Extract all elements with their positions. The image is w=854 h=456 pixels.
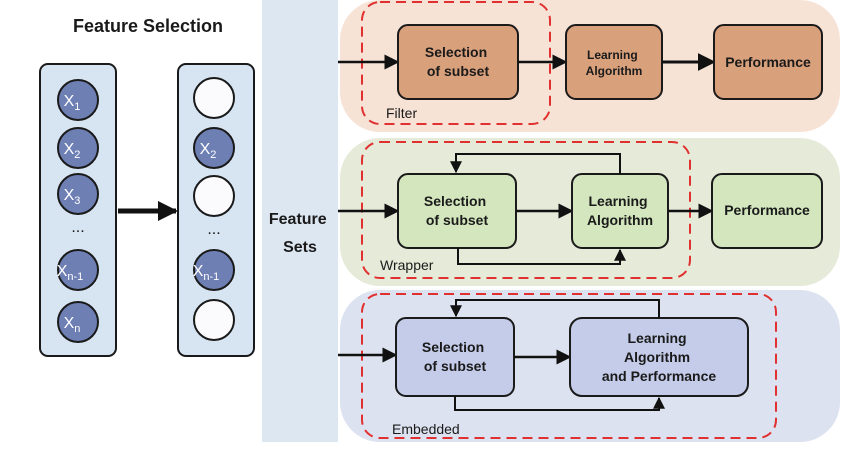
embedded-selection-box (395, 317, 515, 397)
feature-node (57, 127, 99, 169)
wrapper-selection-box (397, 173, 517, 249)
feature-node (57, 79, 99, 121)
feature-sets-strip (262, 0, 338, 442)
wrapper-learning-box (571, 173, 669, 249)
empty-node (193, 77, 235, 119)
filter-performance-box (713, 24, 823, 100)
diagram-title: Feature Selection (73, 16, 223, 36)
wrapper-learning-label: Learning Algorithm (587, 193, 653, 228)
filter-performance-label: Performance (725, 54, 811, 70)
feature-node (57, 301, 99, 343)
wrapper-feedback-bottom (457, 248, 626, 265)
empty-node (193, 175, 235, 217)
feature-node (193, 127, 235, 169)
filter-selection-box (397, 24, 519, 100)
empty-node (193, 299, 235, 341)
embedded-selection-label: Selection of subset (422, 339, 488, 374)
embedded-feedback-bottom (454, 396, 665, 411)
filter-learning-label: Learning Algorithm (586, 48, 643, 78)
wrapper-performance-label: Performance (724, 202, 810, 218)
feature-node (57, 249, 99, 291)
embedded-feedback-top (450, 299, 660, 318)
ellipsis: ... (207, 221, 220, 238)
ellipsis: ... (71, 219, 84, 236)
feature-node (57, 173, 99, 215)
wrapper-selection-label: Selection of subset (424, 193, 490, 228)
feature-node (193, 249, 235, 291)
embedded-learning-label: Learning Algorithm and Performance (602, 330, 717, 384)
embedded-label: Embedded (392, 421, 460, 437)
filter-selection-label: Selection of subset (425, 44, 491, 79)
wrapper-feedback-top (450, 153, 621, 174)
filter-label: Filter (386, 105, 417, 121)
wrapper-label: Wrapper (380, 257, 434, 273)
selected-nodes: X2 ... Xn-1 (193, 77, 235, 341)
input-nodes: X1 X2 X3 ... Xn-1 Xn (57, 79, 99, 343)
filter-learning-box (565, 24, 663, 100)
feature-sets-label: Feature Sets (269, 211, 331, 256)
wrapper-performance-box (711, 173, 823, 249)
